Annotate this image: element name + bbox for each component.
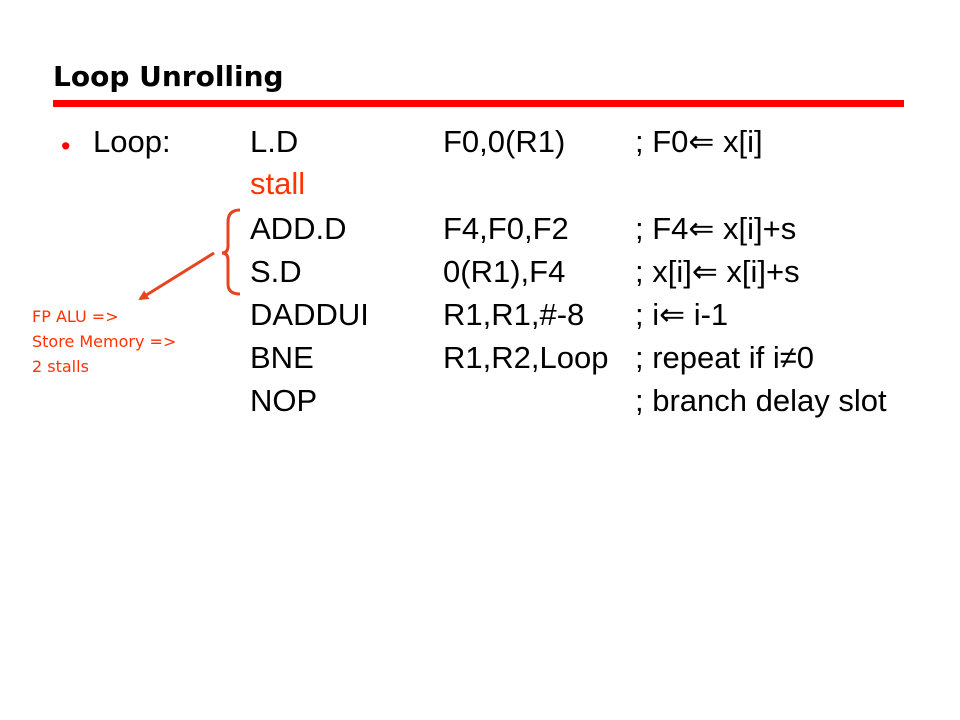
title-rule (53, 100, 904, 107)
annotation-note: FP ALU => Store Memory => 2 stalls (32, 304, 176, 379)
slide-title: Loop Unrolling (53, 60, 284, 93)
code-line-1: L.D F0,0(R1) ; F0⇐ x[i] (0, 122, 960, 164)
code-line-3: ADD.D F4,F0,F2 ; F4⇐ x[i]+s (0, 209, 960, 251)
code-op: S.D (250, 254, 302, 289)
stall-label: stall (250, 166, 306, 201)
annotation-line: 2 stalls (32, 357, 89, 376)
code-args: 0(R1),F4 (443, 254, 566, 289)
code-comment: ; F0⇐ x[i] (635, 124, 763, 159)
code-op: NOP (250, 383, 318, 418)
code-comment: ; repeat if i≠0 (635, 340, 814, 375)
code-comment: ; F4⇐ x[i]+s (635, 211, 797, 246)
code-line-5: DADDUI R1,R1,#-8 ; i⇐ i-1 (0, 295, 960, 337)
comment-semicolon: ; (635, 383, 644, 418)
code-op: L.D (250, 124, 299, 159)
bullet-marker: • (61, 131, 71, 161)
code-args: R1,R2,Loop (443, 340, 609, 375)
annotation-line: FP ALU => (32, 307, 119, 326)
code-comment: ; i⇐ i-1 (635, 297, 729, 332)
code-line-4: S.D 0(R1),F4 ; x[i]⇐ x[i]+s (0, 252, 960, 294)
code-line-7: NOP ; branch delay slot (0, 381, 960, 423)
code-line-2: stall (0, 164, 960, 206)
code-args: R1,R1,#-8 (443, 297, 585, 332)
code-comment: ; x[i]⇐ x[i]+s (635, 254, 800, 289)
code-op: BNE (250, 340, 314, 375)
annotation-line: Store Memory => (32, 332, 177, 351)
code-op: ADD.D (250, 211, 347, 246)
code-comment: ; branch delay slot (635, 381, 887, 421)
loop-label: Loop: (93, 124, 171, 159)
code-op: DADDUI (250, 297, 369, 332)
code-line-6: BNE R1,R2,Loop ; repeat if i≠0 (0, 338, 960, 380)
branch-delay-comment: branch delay slot (643, 383, 887, 418)
code-args: F0,0(R1) (443, 124, 566, 159)
code-args: F4,F0,F2 (443, 211, 569, 246)
